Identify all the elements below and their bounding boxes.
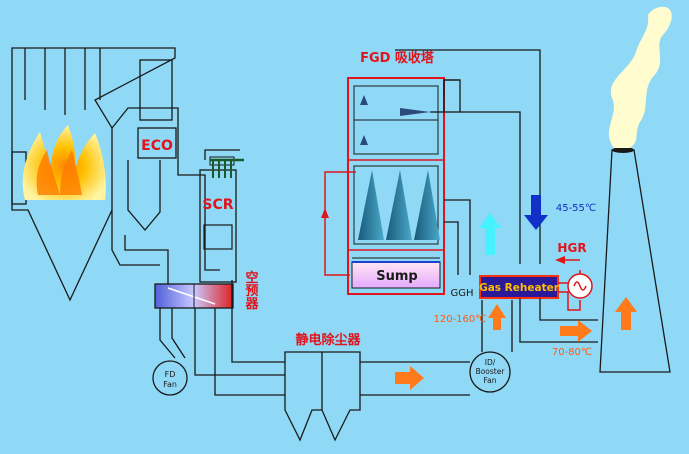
sump-label: Sump xyxy=(376,269,417,284)
outlet-top-stub xyxy=(443,79,460,95)
scr-reactor xyxy=(199,156,244,283)
electrostatic-precipitator xyxy=(284,351,361,442)
temp-clean-gas: 45-55℃ xyxy=(556,203,596,214)
fd-duct-inner xyxy=(171,308,186,359)
fd-fan-label-line1: FD xyxy=(165,370,176,379)
aph-bypass-duct xyxy=(231,280,285,363)
spray-nozzle-2 xyxy=(360,95,368,105)
booster-fan: ID/ Booster Fan xyxy=(469,351,511,393)
fgd-absorber xyxy=(347,77,445,295)
hgr-arrow xyxy=(555,256,565,264)
scr-inlet-duct xyxy=(204,149,240,160)
temp-ggh-inlet: 120-160℃ xyxy=(433,314,486,325)
spray-cone-1 xyxy=(358,170,384,240)
spray-zone-box xyxy=(353,165,439,245)
outlet-damper xyxy=(443,79,461,113)
hgr-pipe-lower xyxy=(558,291,581,311)
spray-nozzle-3 xyxy=(360,135,368,145)
esp-inlet-duct-lower xyxy=(214,308,285,396)
esp-outlet-duct xyxy=(360,361,470,396)
gas-reheater-label: Gas Reheater xyxy=(479,282,560,294)
scr-label: SCR xyxy=(202,197,233,213)
stack-duct-upper xyxy=(539,298,598,321)
air-preheater-label: 空预器 xyxy=(243,270,260,311)
recirculation-arrow xyxy=(321,208,329,218)
smoke-plume-icon xyxy=(608,6,672,149)
stack-duct-lower xyxy=(519,298,598,343)
fgd-title: FGD 吸收塔 xyxy=(360,50,435,66)
fan-icon xyxy=(152,360,188,396)
clean-gas-duct-inner xyxy=(460,111,521,264)
ggh-inlet-duct xyxy=(481,300,513,352)
booster-fan-label-line3: Fan xyxy=(484,376,497,385)
air-preheater xyxy=(154,283,234,309)
spray-cone-3 xyxy=(414,170,440,240)
eco-label: ECO xyxy=(141,138,173,154)
temp-stack-inlet: 70-80℃ xyxy=(552,347,592,358)
gas-reheater-box xyxy=(479,275,559,299)
boiler-duct-inner xyxy=(124,235,169,284)
absorber-outlet-ducts xyxy=(395,49,541,275)
boiler-back-pass xyxy=(111,107,220,271)
chimney xyxy=(599,147,671,373)
flow-arrow-icon xyxy=(395,366,424,390)
boiler-duct-lower xyxy=(111,210,160,266)
fd-fan-label-line2: Fan xyxy=(163,380,177,389)
boiler-upper-pass xyxy=(139,59,173,121)
fan-icon xyxy=(469,351,511,393)
eco-box xyxy=(137,127,177,159)
chimney-body xyxy=(599,149,671,373)
spray-cone-2 xyxy=(386,170,412,240)
boiler-hopper xyxy=(127,160,161,232)
recirculation-pipe xyxy=(324,171,356,276)
hgr-loop xyxy=(555,256,593,311)
flame-core xyxy=(36,150,82,195)
esp-inlet-duct-upper xyxy=(194,308,285,376)
clean-gas-duct-outer xyxy=(395,49,541,264)
booster-fan-label-line1: ID/ xyxy=(485,358,496,367)
raw-gas-duct-outer xyxy=(444,199,471,275)
chimney-top xyxy=(612,147,634,153)
heater-coil xyxy=(573,281,587,291)
stack-inlet-duct xyxy=(519,298,598,343)
esp-label: 静电除尘器 xyxy=(295,332,361,348)
flow-arrow-icon xyxy=(560,320,592,342)
esp-body xyxy=(284,351,361,442)
raw-gas-duct-inner xyxy=(444,221,459,275)
boiler-furnace-outline xyxy=(11,47,176,302)
flow-arrow-icon xyxy=(524,195,548,230)
hgr-label: HGR xyxy=(557,241,586,255)
flow-arrow-icon xyxy=(488,304,506,330)
flow-arrow-icon xyxy=(479,213,501,255)
booster-fan-label-line2: Booster xyxy=(476,367,506,376)
absorber-outline xyxy=(347,77,445,295)
ggh-label: GGH xyxy=(450,288,473,299)
sump-tank xyxy=(351,261,441,289)
flame-icon xyxy=(22,125,106,200)
air-preheater-rotor xyxy=(167,287,216,305)
fd-fan: FD Fan xyxy=(152,360,188,396)
boiler xyxy=(11,47,240,302)
scr-catalyst-layer xyxy=(203,224,233,250)
spray-nozzle-1 xyxy=(400,108,430,116)
ggh-gas-reheater xyxy=(479,275,559,299)
flue-ducts-lower xyxy=(159,280,285,396)
flow-arrow-icon xyxy=(615,297,637,330)
fd-duct-outer xyxy=(159,308,176,359)
